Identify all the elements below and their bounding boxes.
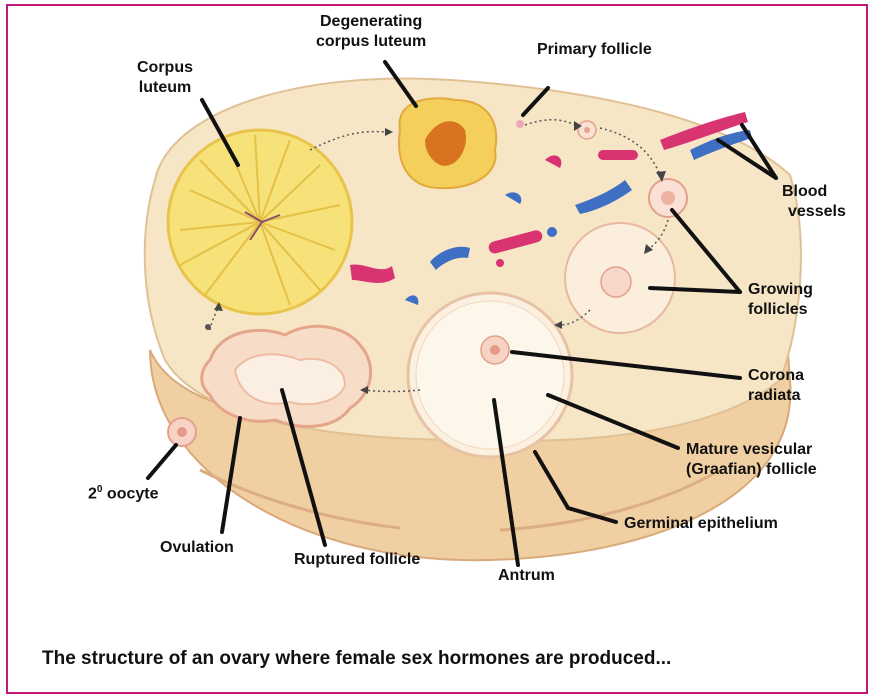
figure-caption: The structure of an ovary where female s… [42,648,671,670]
label-line: Growing [748,280,813,300]
label-line: luteum [137,78,193,98]
label-germinal-epithelium: Germinal epithelium [624,514,778,534]
label-line: Blood [782,182,846,202]
label-oocyte-prefix: 2 [88,485,97,502]
label-oocyte-suffix: oocyte [107,485,159,502]
label-line: Corpus [137,58,193,78]
label-line: vessels [788,202,846,222]
label-blood-vessels: Blood vessels [782,182,846,222]
label-line: follicles [748,300,813,320]
label-line: corpus luteum [316,32,426,52]
leader-oocyte [148,445,176,478]
label-line: Degenerating [316,12,426,32]
label-ruptured-follicle: Ruptured follicle [294,550,420,570]
label-ovulation: Ovulation [160,538,234,558]
label-corpus-luteum: Corpus luteum [137,58,193,98]
label-line: Corona [748,366,804,386]
label-corona-radiata: Corona radiata [748,366,804,406]
label-line: (Graafian) follicle [686,460,817,480]
label-primary-follicle: Primary follicle [537,40,652,60]
label-antrum: Antrum [498,566,555,586]
label-oocyte-superscript: 0 [97,484,103,495]
label-secondary-oocyte: 20 oocyte [88,480,159,504]
label-growing-follicles: Growing follicles [748,280,813,320]
label-degenerating-corpus-luteum: Degenerating corpus luteum [316,12,426,52]
label-mature-vesicular-follicle: Mature vesicular (Graafian) follicle [686,440,817,480]
label-line: Mature vesicular [686,440,817,460]
label-line: radiata [748,386,804,406]
